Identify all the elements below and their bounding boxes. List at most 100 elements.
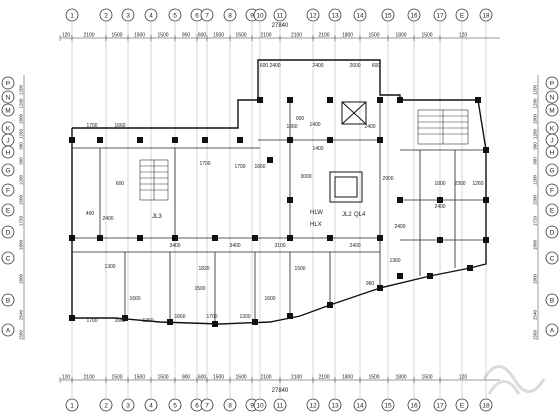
interior-dimension: 2900 (382, 176, 393, 182)
top-axis-label: 18 (482, 12, 490, 19)
bottom-axis-bubble-14: 14 (353, 398, 367, 412)
bottom-axis-label: 16 (410, 402, 418, 409)
column (122, 315, 128, 321)
label-jl2: JL2 (342, 212, 352, 218)
right-axis-bubble-f: F (545, 183, 559, 197)
right-axis-label: B (550, 297, 554, 304)
column (475, 97, 481, 103)
bottom-axis-label: 1 (70, 402, 74, 409)
left-dimension: 1260 (19, 128, 24, 139)
right-axis-label: K (550, 125, 555, 132)
column (252, 319, 258, 325)
top-dimension: 1500 (111, 33, 122, 39)
interior-dimension: 1300 (104, 264, 115, 270)
interior-dimension: 1660 (174, 314, 185, 320)
interior-dimension: 1700 (86, 123, 97, 129)
bottom-axis-bubble-12: 12 (306, 398, 320, 412)
structural-columns (69, 97, 489, 327)
column (327, 302, 333, 308)
left-axis-bubble-e: E (1, 203, 15, 217)
right-axis-label: H (550, 149, 555, 156)
left-axis-label: D (6, 229, 11, 236)
top-axis-label: 4 (149, 12, 153, 19)
interior-dimension: 1260 (472, 181, 483, 187)
right-dimension: 1800 (533, 273, 538, 284)
right-axis-label: D (550, 229, 555, 236)
label-jl3: JL3 (152, 214, 162, 220)
column (69, 315, 75, 321)
column (252, 235, 258, 241)
right-axis-label: C (550, 255, 555, 262)
bottom-axis-bubble-17: 17 (433, 398, 447, 412)
elevator-core (329, 101, 367, 203)
column (287, 235, 293, 241)
left-axis-label: A (6, 327, 11, 334)
label-hlx: HLX (310, 222, 322, 228)
column (167, 319, 173, 325)
column (97, 137, 103, 143)
interior-dimension: 2400 (364, 124, 375, 130)
bottom-dimension: 2100 (260, 375, 271, 381)
left-axis-label: B (6, 297, 10, 304)
interior-dimension: 1360 (389, 258, 400, 264)
top-axis-label: 16 (410, 12, 418, 19)
top-axis-bubble-18: 18 (479, 8, 493, 22)
right-dimension: 1200 (533, 174, 538, 185)
interior-dimension: 1700 (234, 164, 245, 170)
top-axis-label: 11 (277, 12, 284, 19)
right-axis-label: M (549, 107, 554, 114)
column (69, 235, 75, 241)
interior-dimension: 2400 (349, 243, 360, 249)
top-dimension: 1800 (395, 33, 406, 39)
column (437, 197, 443, 203)
left-axis-label: E (6, 207, 11, 214)
column (377, 137, 383, 143)
top-axis-label: 17 (436, 12, 444, 19)
left-axis-bubble-p: P (1, 76, 15, 90)
interior-dimension: 1820 (198, 266, 209, 272)
bottom-axis-bubble-4: 4 (144, 398, 158, 412)
bottom-axis-bubble-8: 8 (223, 398, 237, 412)
interior-dimension: 1400 (309, 122, 320, 128)
column (287, 137, 293, 143)
overall-dimension-bottom: 27840 (272, 388, 289, 394)
interior-dimension: 600 (260, 63, 269, 69)
right-axis-bubble-a: A (545, 323, 559, 337)
right-axis-label: G (549, 167, 554, 174)
column (287, 313, 293, 319)
left-axis-bubble-j: J (1, 133, 15, 147)
bottom-axis-bubble-e: E (455, 398, 469, 412)
top-axis-bubble-15: 15 (381, 8, 395, 22)
column (237, 137, 243, 143)
column (483, 147, 489, 153)
column (437, 237, 443, 243)
interior-dimension: 1500 (294, 266, 305, 272)
bottom-axis-label: 13 (331, 402, 339, 409)
column (257, 97, 263, 103)
left-axis-label: J (6, 137, 9, 144)
bottom-dimension: 1500 (421, 375, 432, 381)
column (397, 97, 403, 103)
left-axis-bubble-n: N (1, 90, 15, 104)
left-dimension: 900 (19, 157, 24, 165)
room-labels: JL3 HLW HLX JL2 QL4 (152, 210, 366, 228)
right-axis-bubble-c: C (545, 251, 559, 265)
bottom-axis-bubble-16: 16 (407, 398, 421, 412)
label-ql4: QL4 (354, 212, 366, 218)
top-dimension: 1500 (157, 33, 168, 39)
column (137, 235, 143, 241)
bottom-dimension: 120 (62, 375, 71, 381)
label-hlw: HLW (310, 210, 323, 216)
left-axis-bubble-g: G (1, 163, 15, 177)
left-axis-bubble-k: K (1, 121, 15, 135)
top-axis-label: 8 (228, 12, 232, 19)
column (212, 321, 218, 327)
bottom-axis-label: 12 (309, 402, 317, 409)
column (202, 137, 208, 143)
right-dimension: 1200 (533, 84, 538, 95)
right-axis-bubble-g: G (545, 163, 559, 177)
left-axis-label: F (6, 187, 10, 194)
bottom-axis-label: 18 (482, 402, 490, 409)
bottom-dimension: 600 (198, 375, 207, 381)
top-axis-label: 2 (104, 12, 108, 19)
